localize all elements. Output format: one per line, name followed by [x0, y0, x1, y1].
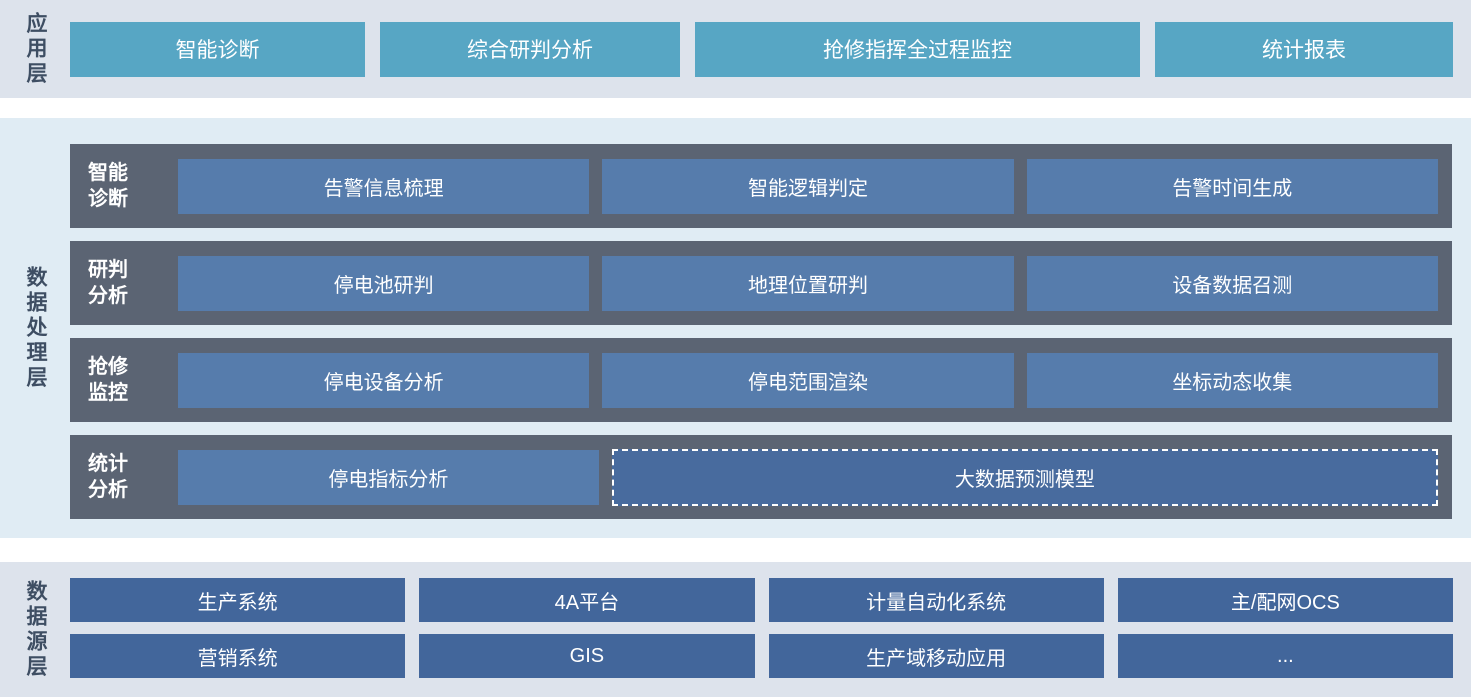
- proc-box-bigdata-prediction-model: 大数据预测模型: [611, 448, 1438, 506]
- proc-box-alarm-time-generation: 告警时间生成: [1026, 158, 1438, 214]
- proc-row-label: 抢修 监控: [70, 338, 178, 422]
- source-box-gis: GIS: [419, 634, 755, 678]
- proc-box-intelligent-logic-judgment: 智能逻辑判定: [602, 158, 1014, 214]
- source-box-marketing-system: 营销系统: [70, 634, 406, 678]
- app-block-statistical-reports: 统计报表: [1155, 21, 1453, 77]
- proc-row-label-line1: 智能: [88, 162, 128, 184]
- proc-row-label-line1: 统计: [88, 453, 128, 475]
- proc-row-boxes: 停电设备分析 停电范围渲染 坐标动态收集: [178, 338, 1452, 422]
- data-processing-layer-band: 数据处理层 智能 诊断 告警信息梳理 智能逻辑判定 告警时间生成 研判 分析 停…: [0, 118, 1471, 538]
- data-source-layer-title: 数据源层: [24, 579, 47, 680]
- proc-row-boxes: 停电指标分析 大数据预测模型: [178, 435, 1452, 519]
- proc-row-repair-monitoring: 抢修 监控 停电设备分析 停电范围渲染 坐标动态收集: [70, 338, 1452, 422]
- source-box-production-mobile-app: 生产域移动应用: [768, 634, 1104, 678]
- section-divider: [0, 98, 1471, 118]
- proc-row-boxes: 停电池研判 地理位置研判 设备数据召测: [178, 241, 1452, 325]
- application-layer-band: 应用层 智能诊断 综合研判分析 抢修指挥全过程监控 统计报表: [0, 0, 1471, 98]
- application-layer-buttons: 智能诊断 综合研判分析 抢修指挥全过程监控 统计报表: [70, 0, 1471, 98]
- proc-row-label: 研判 分析: [70, 241, 178, 325]
- proc-box-outage-device-analysis: 停电设备分析: [178, 352, 590, 408]
- proc-row-label-line2: 分析: [88, 479, 128, 501]
- app-block-comprehensive-analysis: 综合研判分析: [380, 21, 680, 77]
- proc-row-statistical-analysis: 统计 分析 停电指标分析 大数据预测模型: [70, 435, 1452, 519]
- data-processing-layer-gutter: 数据处理层: [0, 118, 70, 538]
- proc-box-device-data-measurement: 设备数据召测: [1026, 255, 1438, 311]
- proc-row-label-line1: 研判: [88, 259, 128, 281]
- proc-row-label-line2: 诊断: [88, 188, 128, 210]
- data-source-layer-gutter: 数据源层: [0, 562, 70, 697]
- data-source-grid: 生产系统 4A平台 计量自动化系统 主/配网OCS 营销系统 GIS 生产域移动…: [70, 562, 1471, 697]
- proc-box-geographic-location-analysis: 地理位置研判: [602, 255, 1014, 311]
- application-layer-gutter: 应用层: [0, 0, 70, 98]
- source-box-main-distribution-ocs: 主/配网OCS: [1117, 578, 1453, 622]
- proc-row-label-line2: 分析: [88, 285, 128, 307]
- proc-row-label-line2: 监控: [88, 382, 128, 404]
- proc-box-alarm-info-sorting: 告警信息梳理: [178, 158, 590, 214]
- proc-row-boxes: 告警信息梳理 智能逻辑判定 告警时间生成: [178, 144, 1452, 228]
- section-divider: [0, 538, 1471, 562]
- data-processing-rows: 智能 诊断 告警信息梳理 智能逻辑判定 告警时间生成 研判 分析 停电池研判 地…: [70, 118, 1471, 538]
- app-block-intelligent-diagnosis: 智能诊断: [70, 21, 365, 77]
- proc-box-outage-range-rendering: 停电范围渲染: [602, 352, 1014, 408]
- data-source-layer-band: 数据源层 生产系统 4A平台 计量自动化系统 主/配网OCS 营销系统 GIS …: [0, 562, 1471, 697]
- proc-row-label: 智能 诊断: [70, 144, 178, 228]
- source-box-4a-platform: 4A平台: [419, 578, 755, 622]
- application-layer-title: 应用层: [24, 11, 47, 87]
- proc-row-intelligent-diagnosis: 智能 诊断 告警信息梳理 智能逻辑判定 告警时间生成: [70, 144, 1452, 228]
- app-block-repair-command-monitoring: 抢修指挥全过程监控: [695, 21, 1140, 77]
- proc-row-label-line1: 抢修: [88, 356, 128, 378]
- proc-box-outage-battery-analysis: 停电池研判: [178, 255, 590, 311]
- source-box-metering-automation-system: 计量自动化系统: [768, 578, 1104, 622]
- proc-box-coordinate-dynamic-collection: 坐标动态收集: [1026, 352, 1438, 408]
- source-box-more: ...: [1117, 634, 1453, 678]
- proc-box-outage-indicator-analysis: 停电指标分析: [178, 449, 599, 505]
- proc-row-research-analysis: 研判 分析 停电池研判 地理位置研判 设备数据召测: [70, 241, 1452, 325]
- proc-row-label: 统计 分析: [70, 435, 178, 519]
- data-processing-layer-title: 数据处理层: [24, 265, 47, 391]
- source-box-production-system: 生产系统: [70, 578, 406, 622]
